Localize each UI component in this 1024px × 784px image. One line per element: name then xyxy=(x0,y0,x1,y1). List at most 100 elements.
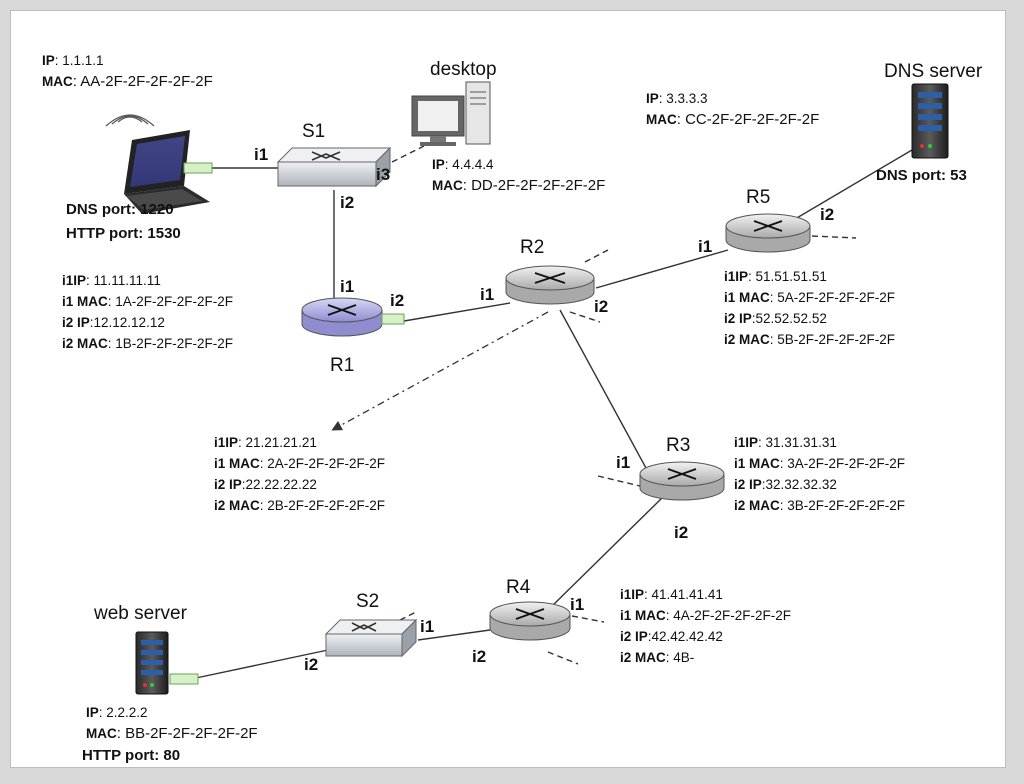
dns-server-port: DNS port: 53 xyxy=(876,164,967,188)
r3-i2-mac: : 3B-2F-2F-2F-2F-2F xyxy=(779,498,906,513)
desktop-ip: : 4.4.4.4 xyxy=(444,157,494,172)
iface-s1-i3: i3 xyxy=(376,165,391,184)
web-server-ip: : 2.2.2.2 xyxy=(98,705,148,720)
iface-r4-i1: i1 xyxy=(570,595,585,614)
i1mac-label: i1 MAC xyxy=(734,456,780,471)
iface-s2-i1: i1 xyxy=(420,617,435,636)
link-r3-r4 xyxy=(549,495,665,609)
i1mac-label: i1 MAC xyxy=(724,290,770,305)
switch-s2-icon xyxy=(324,618,418,658)
web-server-http-port: 80 xyxy=(163,747,181,764)
dns-server-dns-port: 53 xyxy=(950,167,967,184)
i1ip-label: i1IP xyxy=(734,435,759,450)
switch-s1-icon xyxy=(276,146,392,188)
switch-s2-label: S2 xyxy=(356,591,380,612)
laptop-icon xyxy=(105,114,213,214)
router-r4-icon xyxy=(489,601,571,641)
dns-server-label: DNS server xyxy=(884,61,983,82)
r5-i1-ip: : 51.51.51.51 xyxy=(748,269,827,284)
router-r1-icon xyxy=(301,297,405,337)
r5-i2-mac: : 5B-2F-2F-2F-2F-2F xyxy=(769,332,896,347)
mac-label: MAC xyxy=(432,178,463,193)
link-r4-s2 xyxy=(417,629,491,641)
laptop-ip: : 1.1.1.1 xyxy=(54,53,104,68)
iface-s1-i2: i2 xyxy=(340,193,355,212)
r1-i1-ip: : 11.11.11.11 xyxy=(86,273,161,288)
switch-s1-label: S1 xyxy=(302,121,326,142)
dns-port-label: DNS port: xyxy=(876,167,946,184)
i2ip-label: i2 IP xyxy=(62,315,90,330)
links xyxy=(195,149,913,679)
r4-i2-ip: :42.42.42.42 xyxy=(647,629,723,644)
dns-port-label: DNS port: xyxy=(66,201,136,218)
ip-label: IP xyxy=(86,705,99,720)
stub-r2-top xyxy=(584,249,609,263)
r3-i2-ip: :32.32.32.32 xyxy=(761,477,837,492)
laptop-info: IP: 1.1.1.1 MAC: AA-2F-2F-2F-2F-2F xyxy=(42,50,213,92)
router-r4-label: R4 xyxy=(506,577,531,598)
desktop-icon xyxy=(411,81,491,146)
stub-r5-i2 xyxy=(811,235,857,239)
r5-i1-mac: : 5A-2F-2F-2F-2F-2F xyxy=(769,290,896,305)
iface-r3-i2: i2 xyxy=(674,523,689,542)
desktop-mac: : DD-2F-2F-2F-2F-2F xyxy=(462,177,606,194)
mac-label: MAC xyxy=(646,112,677,127)
link-s2-web xyxy=(195,649,329,679)
r2-i1-mac: : 2A-2F-2F-2F-2F-2F xyxy=(259,456,386,471)
i2mac-label: i2 MAC xyxy=(620,650,666,665)
link-r2-r5 xyxy=(595,249,729,289)
dns-server-icon xyxy=(911,83,949,159)
r4-i1-ip: : 41.41.41.41 xyxy=(644,587,723,602)
i2ip-label: i2 IP xyxy=(724,311,752,326)
router-r3-label: R3 xyxy=(666,435,691,456)
r1-i2-mac: : 1B-2F-2F-2F-2F-2F xyxy=(107,336,234,351)
iface-r2-i1: i1 xyxy=(480,285,495,304)
r4-i2-mac: : 4B- xyxy=(665,650,695,665)
router-r5-icon xyxy=(725,213,811,253)
r1-i2-ip: :12.12.12.12 xyxy=(89,315,165,330)
router-r3-icon xyxy=(639,461,725,501)
desktop-label: desktop xyxy=(430,59,497,80)
dashed-stubs xyxy=(391,145,857,665)
iface-s1-i1: i1 xyxy=(254,145,269,164)
i1ip-label: i1IP xyxy=(214,435,239,450)
router-r5-label: R5 xyxy=(746,187,771,208)
laptop-dns-port: 1220 xyxy=(140,201,174,218)
desktop-info: IP: 4.4.4.4 MAC: DD-2F-2F-2F-2F-2F xyxy=(432,154,605,196)
i2mac-label: i2 MAC xyxy=(62,336,108,351)
mac-label: MAC xyxy=(42,74,73,89)
http-port-label: HTTP port: xyxy=(66,225,144,242)
i1ip-label: i1IP xyxy=(62,273,87,288)
i2mac-label: i2 MAC xyxy=(734,498,780,513)
http-port-label: HTTP port: xyxy=(82,747,160,764)
router-r2-info: i1IP: 21.21.21.21 i1 MAC: 2A-2F-2F-2F-2F… xyxy=(214,432,385,516)
i1ip-label: i1IP xyxy=(620,587,645,602)
wifi-icon xyxy=(105,114,155,127)
r4-i1-mac: : 4A-2F-2F-2F-2F-2F xyxy=(665,608,792,623)
web-server-mac: : BB-2F-2F-2F-2F-2F xyxy=(116,725,258,742)
router-r5-info: i1IP: 51.51.51.51 i1 MAC: 5A-2F-2F-2F-2F… xyxy=(724,266,895,350)
stub-r3-left xyxy=(597,475,641,487)
iface-r3-i1: i1 xyxy=(616,453,631,472)
web-server-icon xyxy=(135,631,199,695)
router-r1-label: R1 xyxy=(330,355,355,376)
router-r2-icon xyxy=(505,265,595,305)
ip-label: IP xyxy=(42,53,55,68)
mac-label: MAC xyxy=(86,726,117,741)
r2-i2-ip: :22.22.22.22 xyxy=(241,477,317,492)
iface-r2-i2: i2 xyxy=(594,297,609,316)
dns-server-ip: : 3.3.3.3 xyxy=(658,91,708,106)
i2ip-label: i2 IP xyxy=(620,629,648,644)
link-r2-r3 xyxy=(559,309,647,469)
ip-label: IP xyxy=(432,157,445,172)
stub-r4-right xyxy=(571,615,605,623)
link-r5-dns xyxy=(789,149,913,223)
iface-r1-i1: i1 xyxy=(340,277,355,296)
stub-r4-bottom xyxy=(547,651,579,665)
ip-label: IP xyxy=(646,91,659,106)
i2mac-label: i2 MAC xyxy=(724,332,770,347)
dotted-arrow xyxy=(331,311,549,431)
stub-s1-i3 xyxy=(391,145,425,163)
r3-i1-mac: : 3A-2F-2F-2F-2F-2F xyxy=(779,456,906,471)
r1-i1-mac: : 1A-2F-2F-2F-2F-2F xyxy=(107,294,234,309)
